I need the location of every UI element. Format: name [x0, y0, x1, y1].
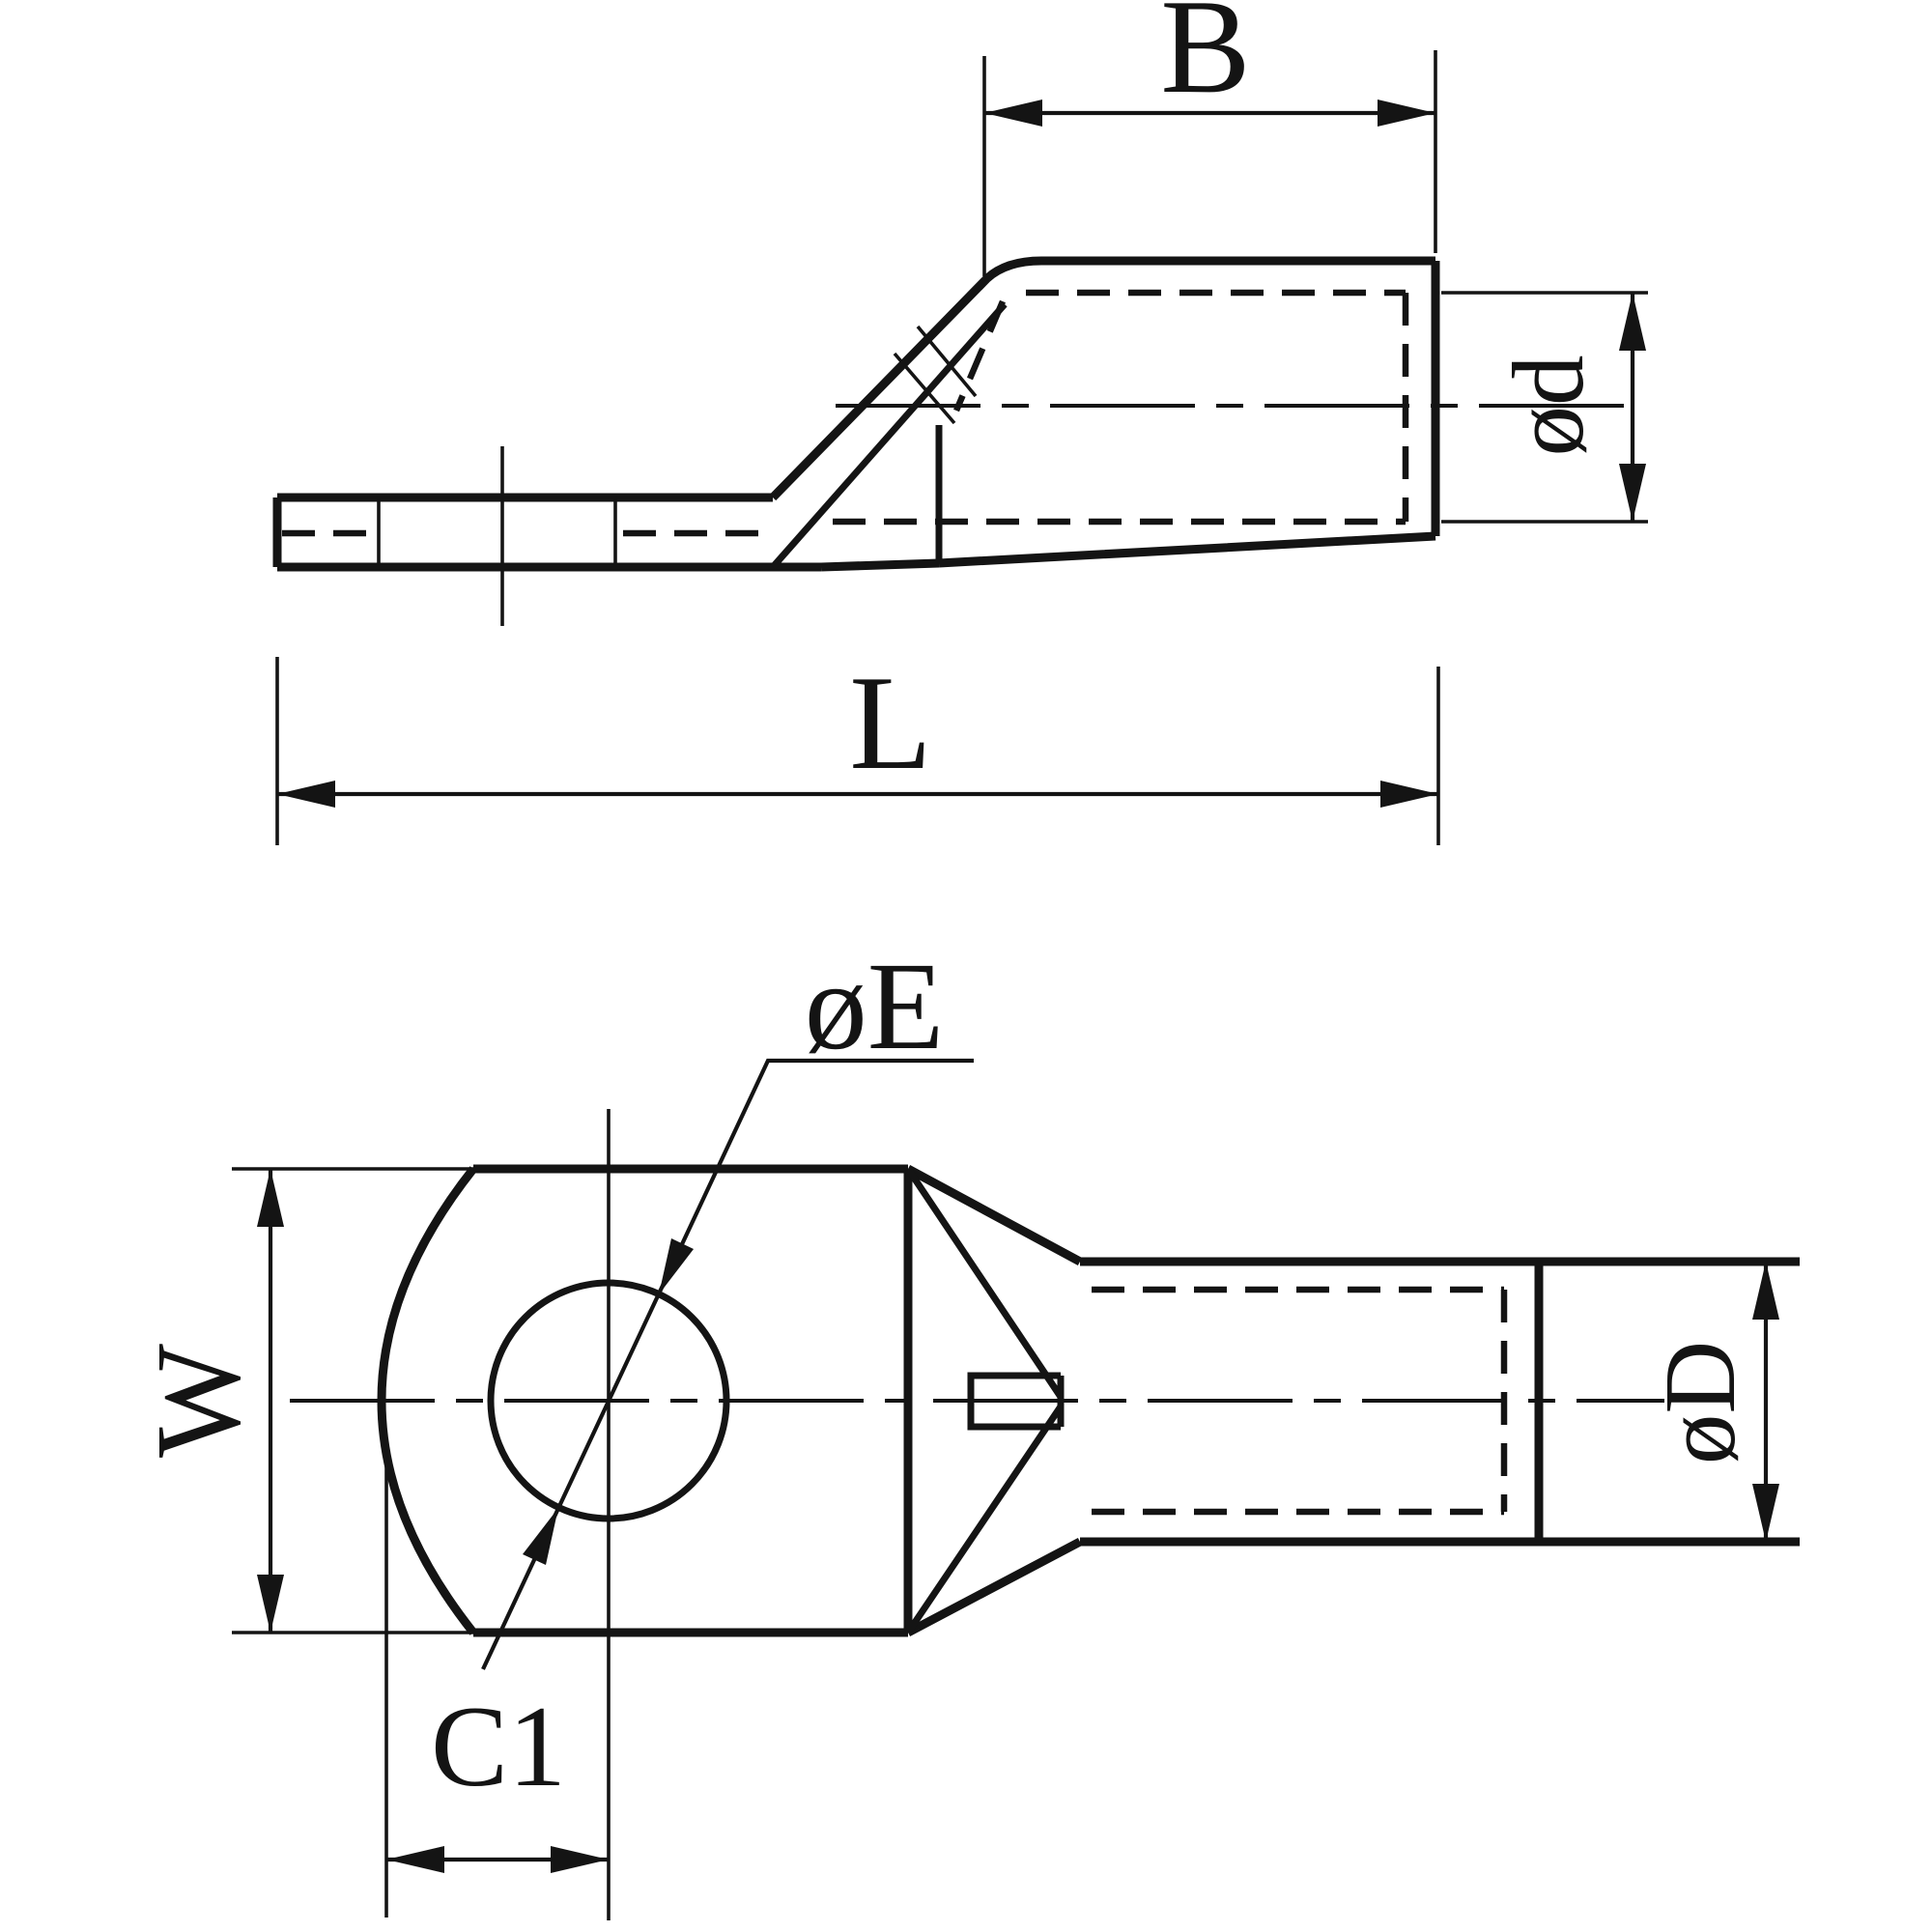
- dim-oE-leader: [481, 1058, 974, 1670]
- side-view: B ød L: [272, 0, 1648, 845]
- dimension-B: B: [982, 0, 1437, 276]
- dim-L-arrow-left: [277, 781, 335, 808]
- plan-view: W øE C1 øD: [132, 937, 1800, 1920]
- dimension-oE: øE: [481, 937, 974, 1670]
- dim-oD-label: øD: [1643, 1341, 1756, 1464]
- dim-B-extension-lines: [982, 50, 1437, 276]
- dim-L-label: L: [849, 648, 932, 798]
- dim-B-label: B: [1160, 0, 1250, 122]
- dim-od-label: ød: [1492, 355, 1605, 457]
- side-hidden-neck-diagonal: [953, 299, 1006, 412]
- dim-C1-arrow-left: [386, 1846, 444, 1873]
- plan-palm-outline: [377, 1164, 913, 1637]
- dim-W-arrow-bottom: [257, 1575, 284, 1633]
- dim-B-arrow-right: [1378, 99, 1435, 127]
- dim-od-arrow-top: [1619, 293, 1646, 351]
- dimension-C1: C1: [384, 1454, 609, 1918]
- dimension-L: L: [275, 648, 1440, 845]
- dimension-W: W: [132, 1167, 475, 1634]
- side-tongue-dividers: [377, 497, 617, 567]
- dim-oE-label: øE: [805, 937, 944, 1076]
- dim-L-arrow-right: [1380, 781, 1438, 808]
- plan-cone-inner: [905, 1167, 1064, 1634]
- side-neck-inner-edge: [770, 301, 1008, 570]
- dim-oD-arrow-top: [1752, 1262, 1779, 1320]
- dimension-oD: øD: [1643, 1262, 1779, 1542]
- side-outline-barrel-bottom: [820, 531, 1436, 572]
- dim-B-arrow-left: [984, 99, 1042, 127]
- side-neck-break-ticks: [893, 325, 978, 425]
- dim-oE-arrow-lower: [523, 1508, 558, 1565]
- dim-od-arrow-bottom: [1619, 464, 1646, 522]
- dim-C1-arrow-right: [551, 1846, 609, 1873]
- side-outline-neck-top: [769, 256, 1435, 501]
- dimension-od-small: ød: [1441, 291, 1648, 524]
- dim-L-extension-lines: [275, 657, 1440, 845]
- dim-W-arrow-top: [257, 1169, 284, 1227]
- plan-cone-outer: [905, 1165, 1083, 1636]
- dim-od-extension-lines: [1441, 291, 1648, 524]
- dim-W-label: W: [132, 1344, 266, 1458]
- dim-C1-label: C1: [431, 1682, 566, 1810]
- side-outline-tongue: [272, 493, 821, 572]
- dim-oE-arrow-upper: [659, 1238, 694, 1294]
- dim-oD-arrow-bottom: [1752, 1484, 1779, 1542]
